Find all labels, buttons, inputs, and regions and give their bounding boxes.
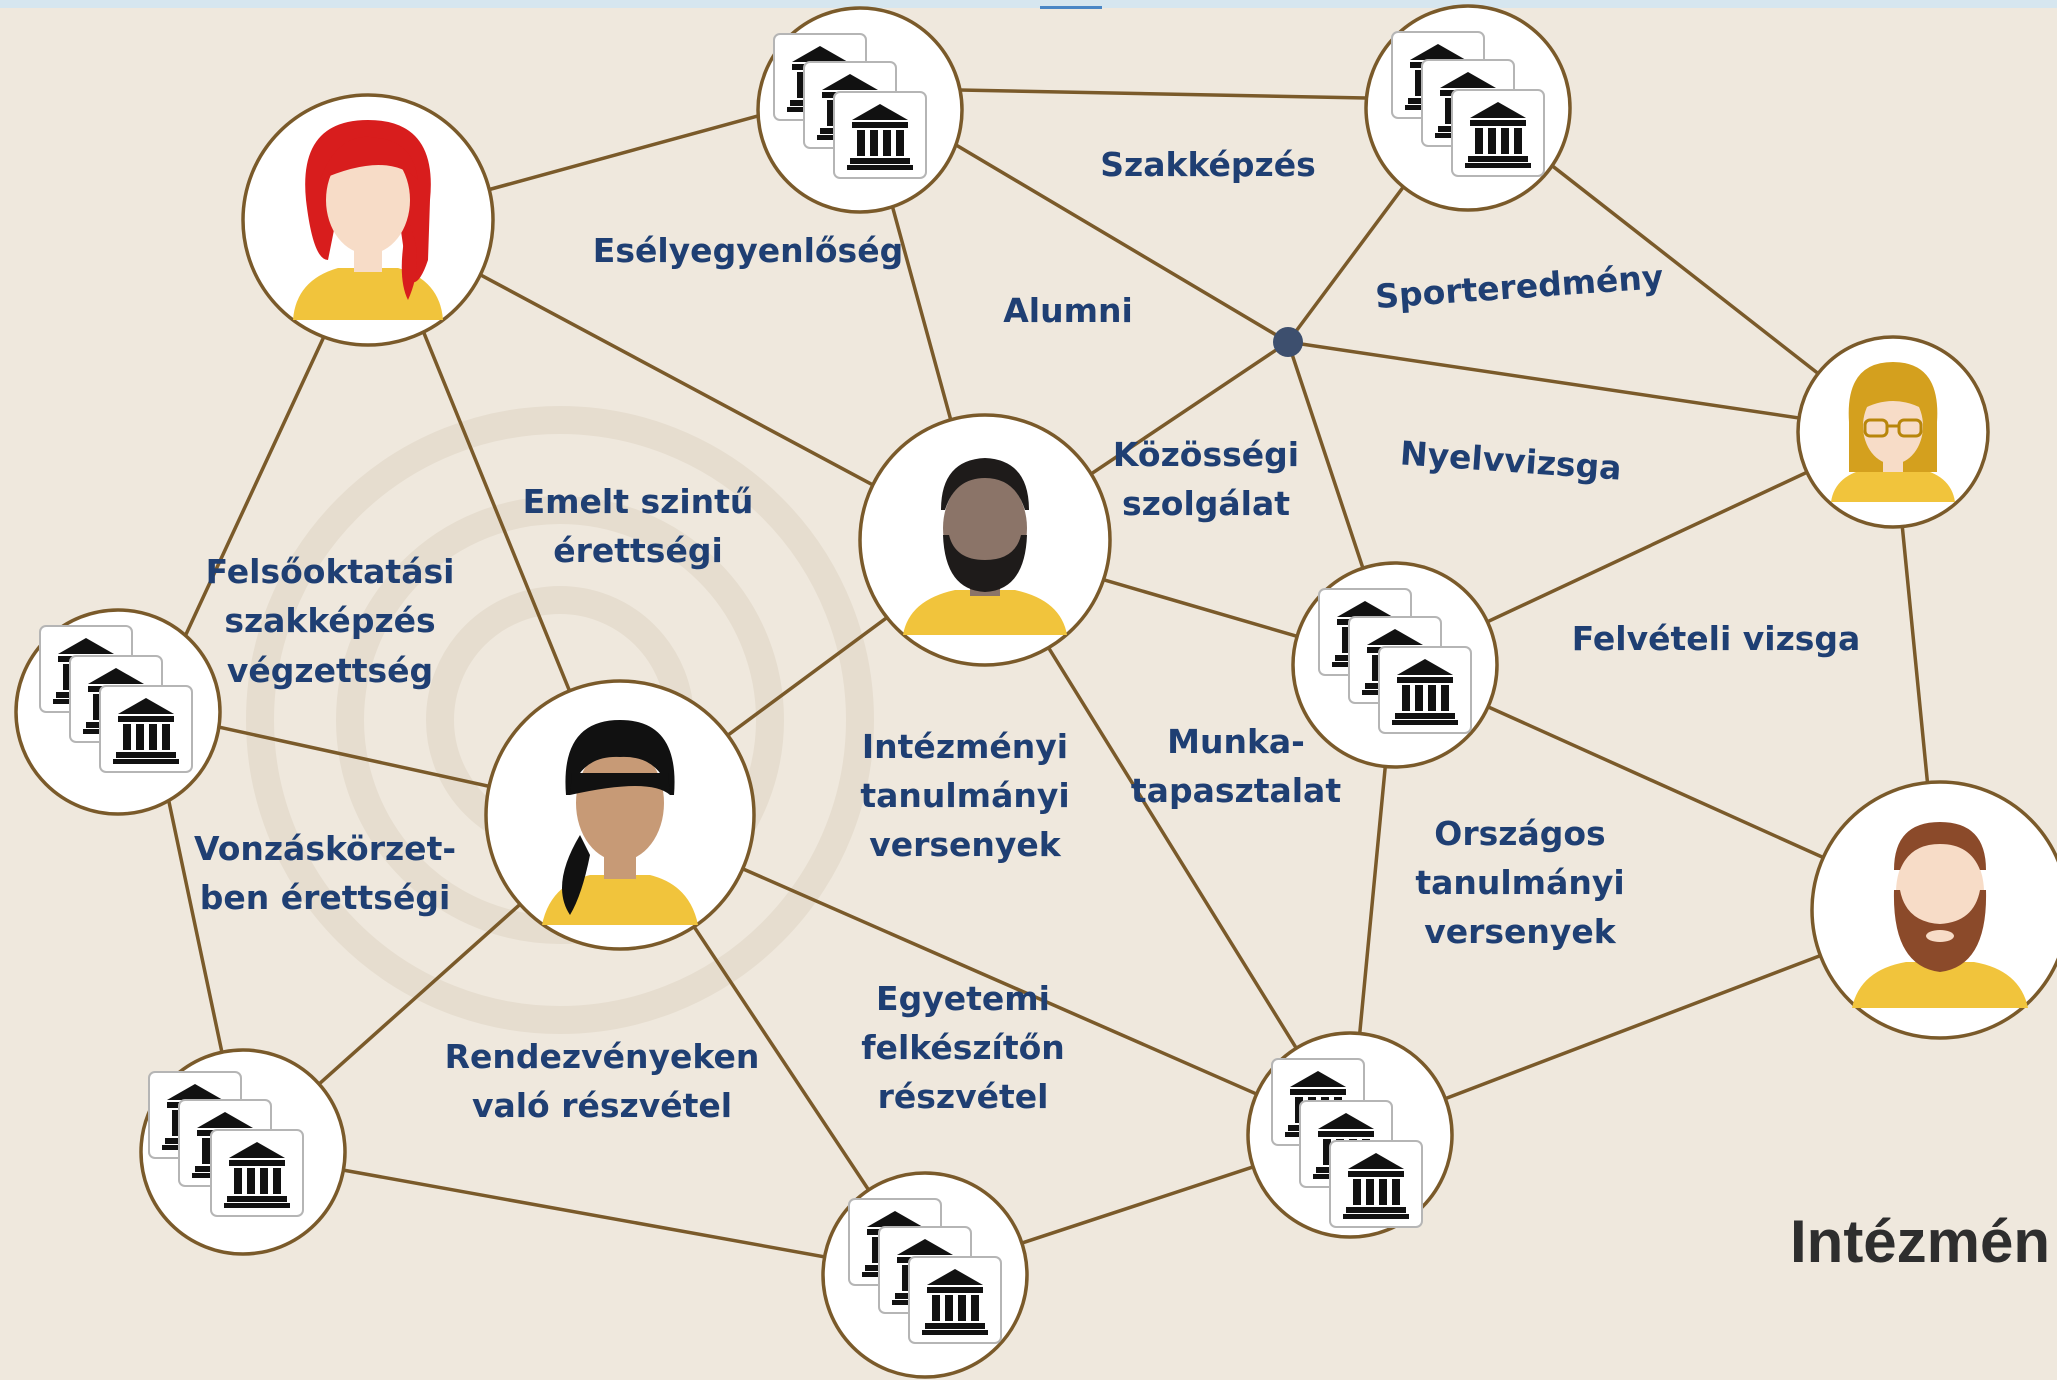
label-egyetemi-2: felkészítőn: [861, 1028, 1065, 1067]
label-rendezveny-1: Rendezvényeken: [445, 1037, 760, 1076]
person-black-ponytail-icon: [542, 720, 698, 925]
institution-node-bottom-right: [1246, 1031, 1454, 1239]
label-emelt-2: érettségi: [553, 531, 723, 570]
label-szakkepzes: Szakképzés: [1100, 145, 1315, 184]
label-intezmenyi-1: Intézményi: [862, 727, 1068, 766]
person-brown-beard-icon: [1852, 822, 2028, 1008]
label-nyelvvizsga: Nyelvvizsga: [1399, 433, 1623, 487]
institution-node-left: [14, 608, 222, 816]
label-eselyegyenloseg: Esélyegyenlőség: [593, 231, 903, 270]
label-intezmenyi-3: versenyek: [869, 825, 1062, 864]
label-intezmenyi-2: tanulmányi: [860, 776, 1069, 815]
person-node-dark-beard: [858, 413, 1112, 667]
institution-node-top-right: [1364, 4, 1572, 212]
institution-node-center-right: [1291, 561, 1499, 769]
label-alumni: Alumni: [1003, 291, 1133, 330]
label-munka-1: Munka-: [1167, 722, 1305, 761]
label-orszagos-1: Országos: [1434, 814, 1605, 853]
person-node-blonde-glasses: [1796, 335, 1990, 529]
person-dark-skin-beard-icon: [903, 458, 1067, 635]
top-strip: [0, 0, 2057, 8]
corner-title: Intézmén: [1790, 1208, 2050, 1275]
label-egyetemi-3: részvétel: [878, 1077, 1049, 1116]
label-orszagos-2: tanulmányi: [1415, 863, 1624, 902]
person-node-brown-beard: [1810, 780, 2057, 1040]
person-node-red-hair: [241, 93, 495, 347]
label-kozossegi-1: Közösségi: [1113, 435, 1299, 474]
label-vonzaskorzet-2: ben érettségi: [200, 878, 451, 917]
person-red-hair-icon: [293, 120, 443, 320]
institution-node-top-center: [756, 6, 964, 214]
label-vonzaskorzet-1: Vonzáskörzet-: [194, 829, 456, 868]
institution-node-bottom-left: [139, 1048, 347, 1256]
label-egyetemi-1: Egyetemi: [876, 979, 1050, 1018]
label-orszagos-3: versenyek: [1424, 912, 1617, 951]
edge: [1286, 340, 1895, 434]
label-munka-2: tapasztalat: [1131, 771, 1341, 810]
label-felsooktatasi-2: szakképzés: [224, 601, 435, 640]
hub-dot-icon: [1273, 327, 1303, 357]
person-node-black-ponytail: [484, 679, 756, 951]
label-felsooktatasi-3: végzettség: [227, 651, 433, 690]
top-strip-marker: [1040, 6, 1102, 9]
institution-node-bottom-center: [821, 1171, 1029, 1379]
label-emelt-1: Emelt szintű: [523, 482, 754, 521]
edge: [241, 1150, 927, 1277]
label-felsooktatasi-1: Felsőoktatási: [206, 552, 455, 591]
label-kozossegi-2: szolgálat: [1122, 484, 1290, 523]
person-blonde-glasses-icon: [1831, 362, 1955, 502]
label-sporteredmeny: Sporteredmény: [1374, 257, 1665, 316]
label-felveteli: Felvételi vizsga: [1572, 619, 1861, 658]
label-rendezveny-2: való részvétel: [472, 1086, 732, 1125]
